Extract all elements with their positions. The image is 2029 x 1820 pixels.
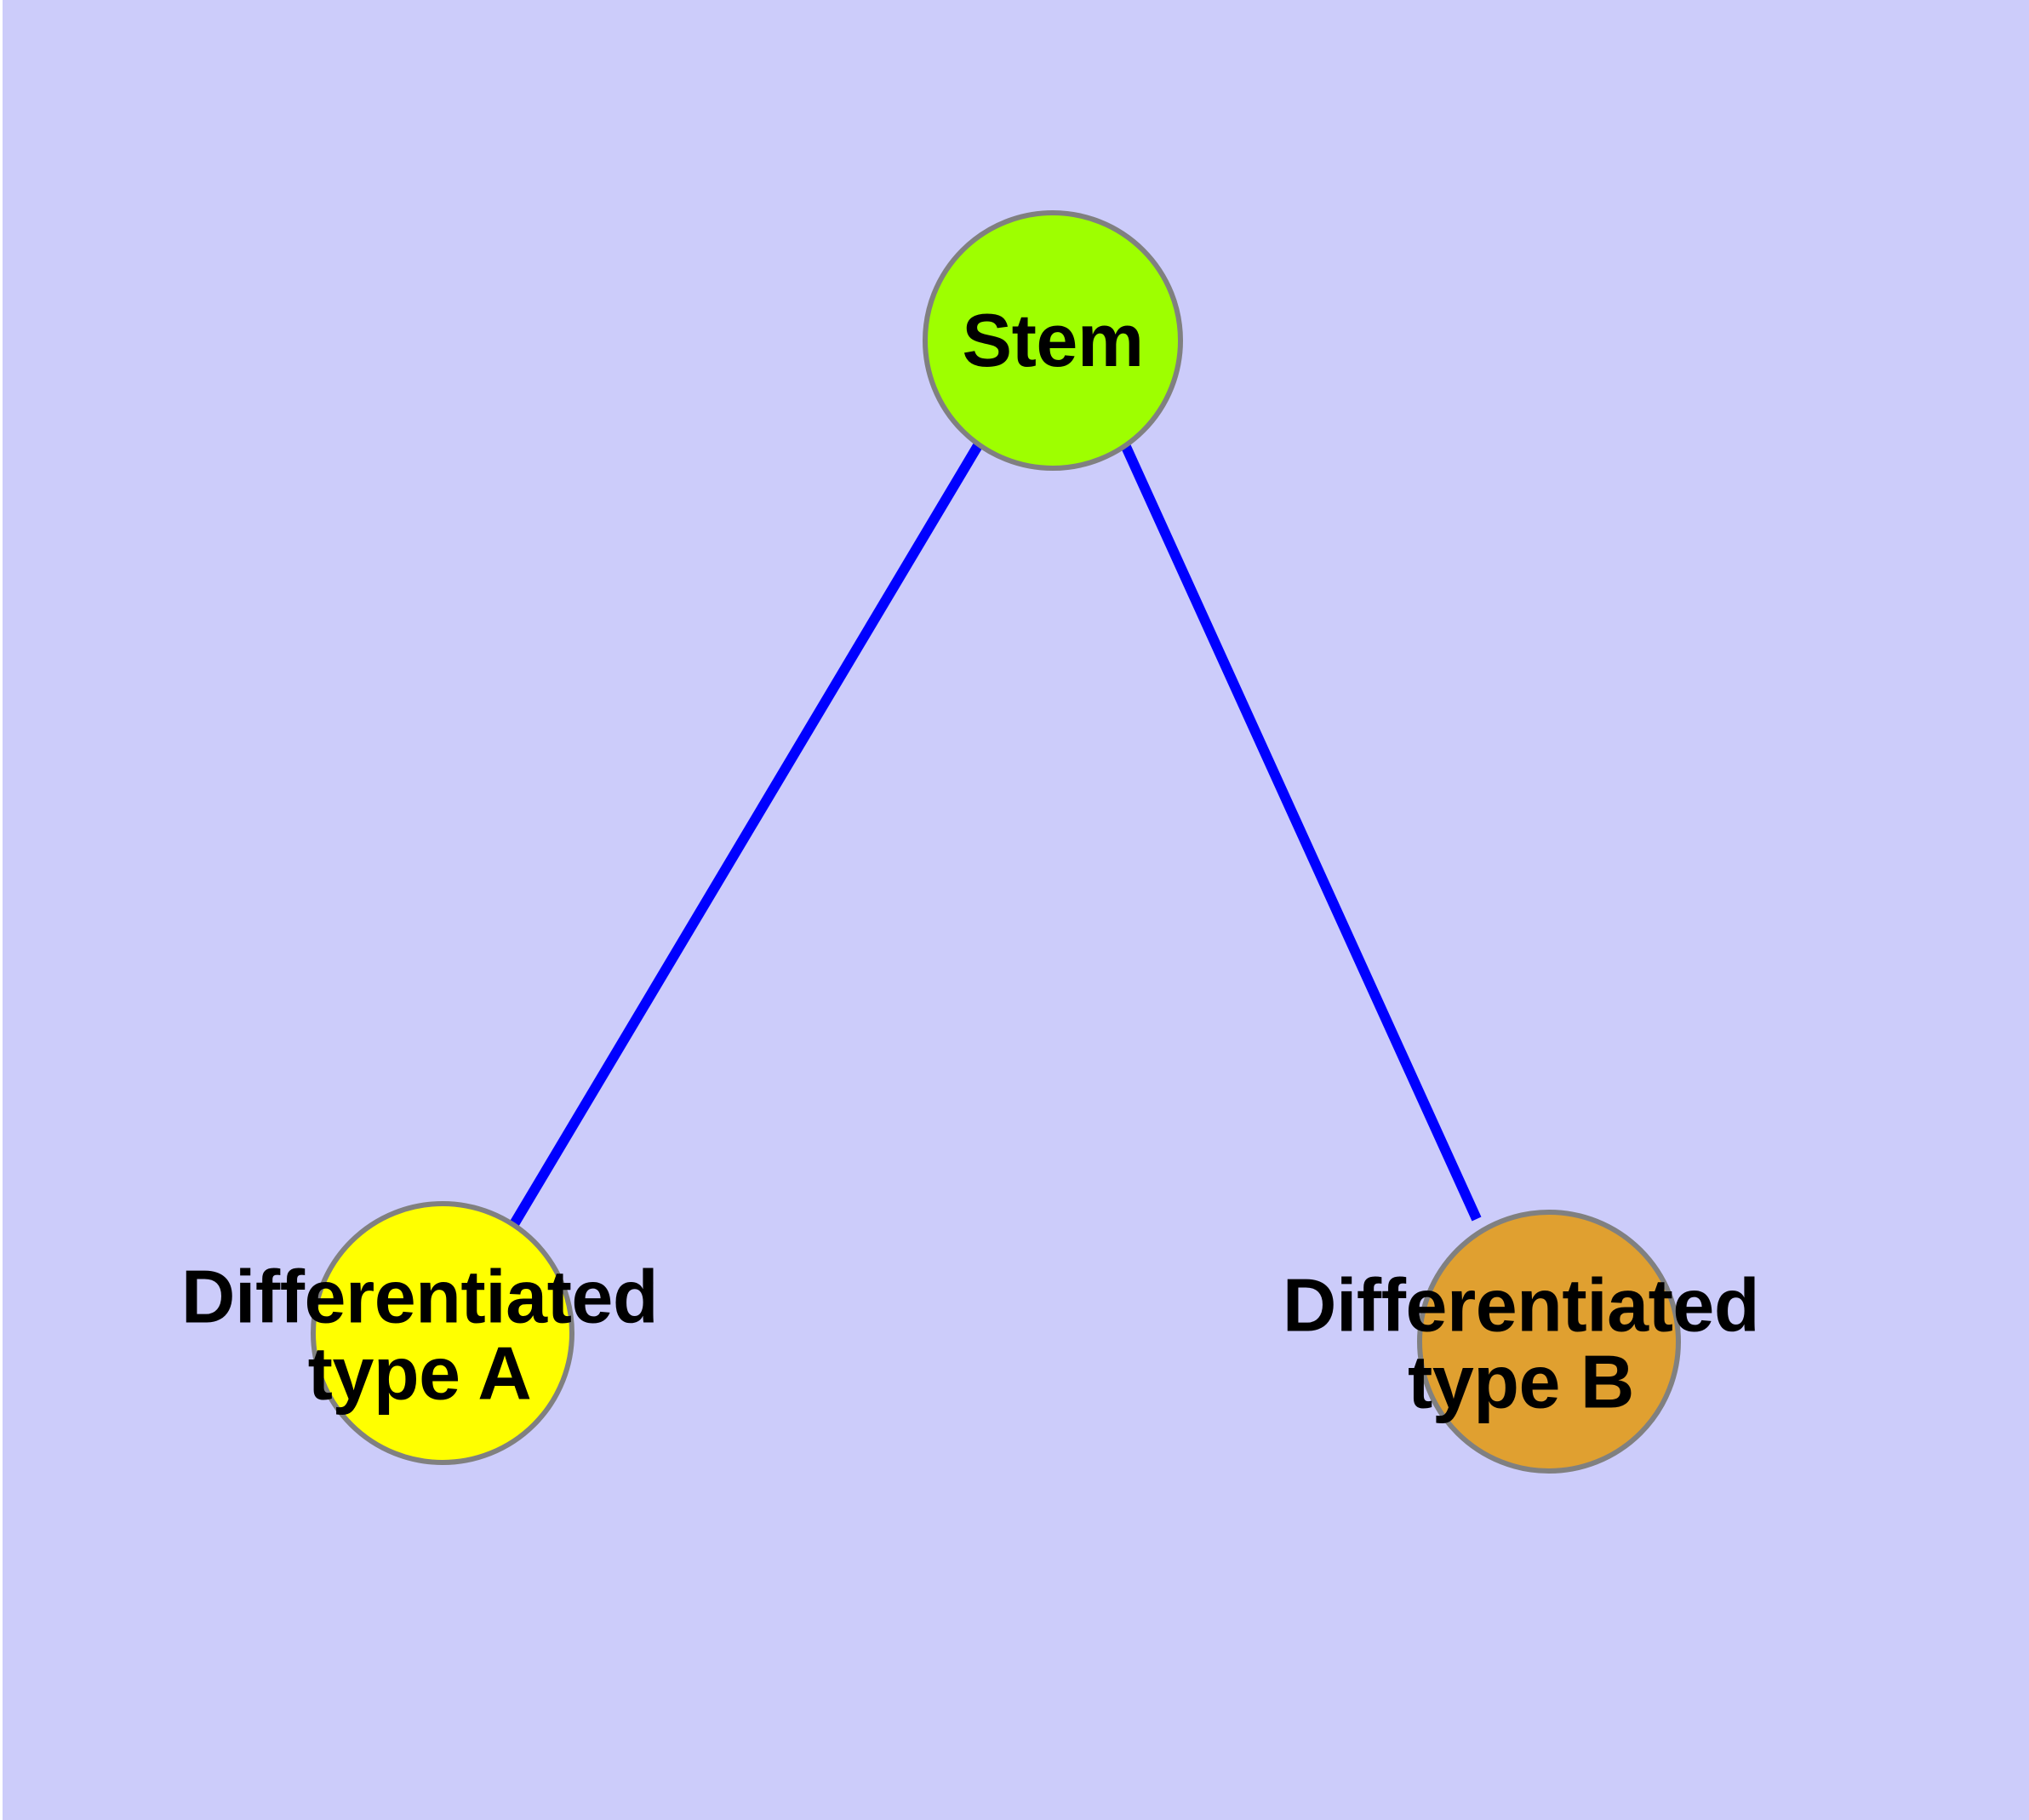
node-differentiated-type-b[interactable] <box>1417 1210 1681 1474</box>
edge-stem-to-differentiated-a[interactable] <box>509 426 992 1228</box>
nodes-layer <box>311 210 1681 1474</box>
edges-layer <box>509 426 1482 1228</box>
edge-stem-to-differentiated-b[interactable] <box>1113 427 1482 1222</box>
node-differentiated-type-a[interactable] <box>311 1201 574 1465</box>
node-stem[interactable] <box>923 210 1183 471</box>
